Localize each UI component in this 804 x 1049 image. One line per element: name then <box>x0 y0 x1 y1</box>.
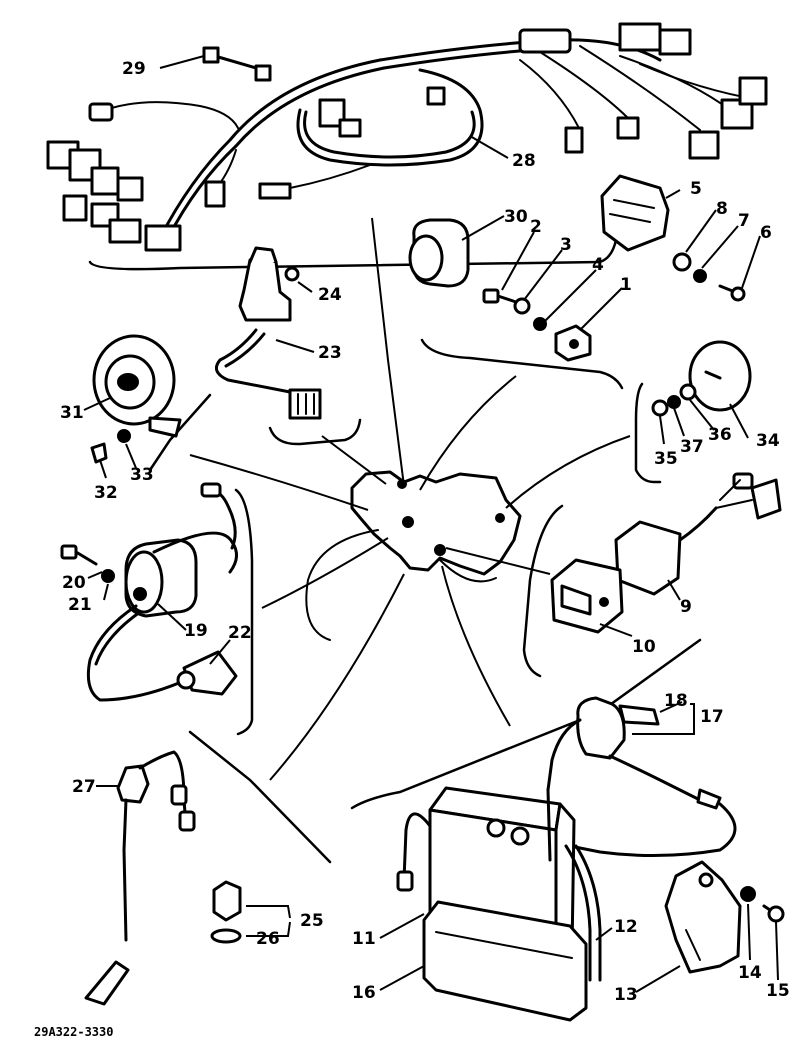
callout-28: 28 <box>512 151 536 171</box>
callout-23: 23 <box>318 343 342 363</box>
wire-harness <box>46 22 768 252</box>
callout-11: 11 <box>352 929 376 949</box>
callout-14: 14 <box>738 963 762 983</box>
part-12-breather-pipe <box>564 844 602 982</box>
callout-25: 25 <box>300 911 324 931</box>
callout-24: 24 <box>318 285 342 305</box>
callout-36: 36 <box>708 425 732 445</box>
group-brackets <box>88 238 702 864</box>
part-34-reflector <box>651 340 752 417</box>
callout-16: 16 <box>352 983 376 1003</box>
callout-30: 30 <box>504 207 528 227</box>
frame-leaders <box>189 217 631 781</box>
part-13-bracket <box>664 860 785 974</box>
callout-leaders <box>83 55 779 993</box>
callout-3: 3 <box>560 235 572 255</box>
part-19-ignition-coil <box>60 482 238 702</box>
callout-4: 4 <box>592 255 604 275</box>
callout-31: 31 <box>60 403 84 423</box>
callout-5: 5 <box>690 179 702 199</box>
callout-34: 34 <box>756 431 780 451</box>
part-30-relay <box>408 218 470 288</box>
callout-27: 27 <box>72 777 96 797</box>
part-9-flasher-relay <box>614 472 782 596</box>
frame-silhouette <box>305 470 522 641</box>
callout-19: 19 <box>184 621 208 641</box>
callout-17: 17 <box>700 707 724 727</box>
callout-37: 37 <box>680 437 704 457</box>
callout-6: 6 <box>760 223 772 243</box>
part-5-rectifier <box>600 174 746 302</box>
part-25-neutral-switch <box>210 880 242 944</box>
parts-32-33-horn-fasteners <box>90 429 131 464</box>
callout-22: 22 <box>228 623 252 643</box>
part-16-battery-case <box>422 900 588 1022</box>
drawing-code: 29A322-3330 <box>34 1025 113 1039</box>
callout-15: 15 <box>766 981 790 1001</box>
callout-8: 8 <box>716 199 728 219</box>
part-27-plug-cap <box>84 750 196 1006</box>
callout-13: 13 <box>614 985 638 1005</box>
callout-26: 26 <box>256 929 280 949</box>
parts-1-to-4-fasteners <box>482 288 592 362</box>
callout-33: 33 <box>130 465 154 485</box>
callout-35: 35 <box>654 449 678 469</box>
callout-1: 1 <box>620 275 632 295</box>
part-31-horn <box>92 334 182 438</box>
callout-2: 2 <box>530 217 542 237</box>
part-23-main-switch <box>214 246 322 420</box>
callout-32: 32 <box>94 483 118 503</box>
callout-12: 12 <box>614 917 638 937</box>
part-10-relay <box>550 558 624 634</box>
part-17-fuse-holder <box>546 696 737 858</box>
callout-21: 21 <box>68 595 92 615</box>
callout-10: 10 <box>632 637 656 657</box>
callout-18: 18 <box>664 691 688 711</box>
callout-20: 20 <box>62 573 86 593</box>
callout-labels: 29 28 30 2 3 4 1 5 8 7 6 24 23 31 33 32 … <box>60 59 790 1005</box>
callout-7: 7 <box>738 211 750 231</box>
callout-29: 29 <box>122 59 146 79</box>
callout-9: 9 <box>680 597 692 617</box>
